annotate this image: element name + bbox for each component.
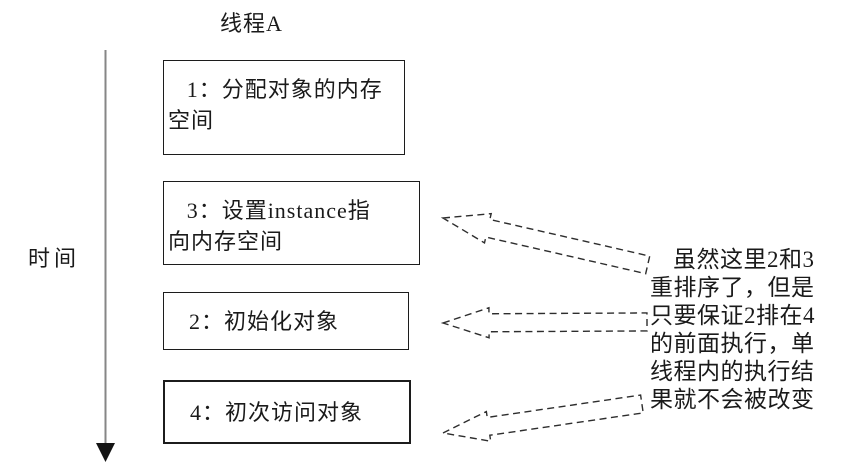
step-box-3-line2: 向内存空间 <box>168 229 284 254</box>
step-box-2: 2：初始化对象 <box>163 292 409 350</box>
step-box-4: 4：初次访问对象 <box>163 380 411 444</box>
time-axis-label: 时间 <box>28 246 81 271</box>
step-box-2-line1: 2：初始化对象 <box>189 308 340 334</box>
step-box-1-line2: 空间 <box>168 108 215 133</box>
annotation-line: 线程内的执行结 <box>650 359 815 384</box>
time-axis-arrowhead-icon <box>96 443 115 462</box>
annotation-line: 虽然这里2和3 <box>673 247 815 272</box>
step-box-1: 1：分配对象的内存 空间 <box>163 60 405 155</box>
annotation-line: 果就不会被改变 <box>650 387 815 412</box>
step-box-1-line1: 1：分配对象的内存 <box>186 77 383 102</box>
step-box-3: 3：设置instance指 向内存空间 <box>163 181 420 265</box>
dashed-arrow-to-step4-icon <box>440 394 644 443</box>
dashed-arrow-to-step2-icon <box>440 306 648 339</box>
annotation-line: 的前面执行，单 <box>650 331 815 356</box>
annotation-arrows <box>440 212 651 443</box>
annotation-line: 只要保证2排在4 <box>650 303 815 328</box>
time-axis <box>96 50 115 462</box>
annotation-line: 重排序了，但是 <box>650 275 815 300</box>
step-box-4-line1: 4：初次访问对象 <box>190 399 364 425</box>
dashed-arrow-to-step3-icon <box>440 212 651 275</box>
step-box-3-line1: 3：设置instance指 <box>186 198 371 223</box>
thread-title: 线程A <box>220 11 283 36</box>
annotation-note: 虽然这里2和3 重排序了，但是 只要保证2排在4 的前面执行，单 线程内的执行结… <box>650 246 850 414</box>
